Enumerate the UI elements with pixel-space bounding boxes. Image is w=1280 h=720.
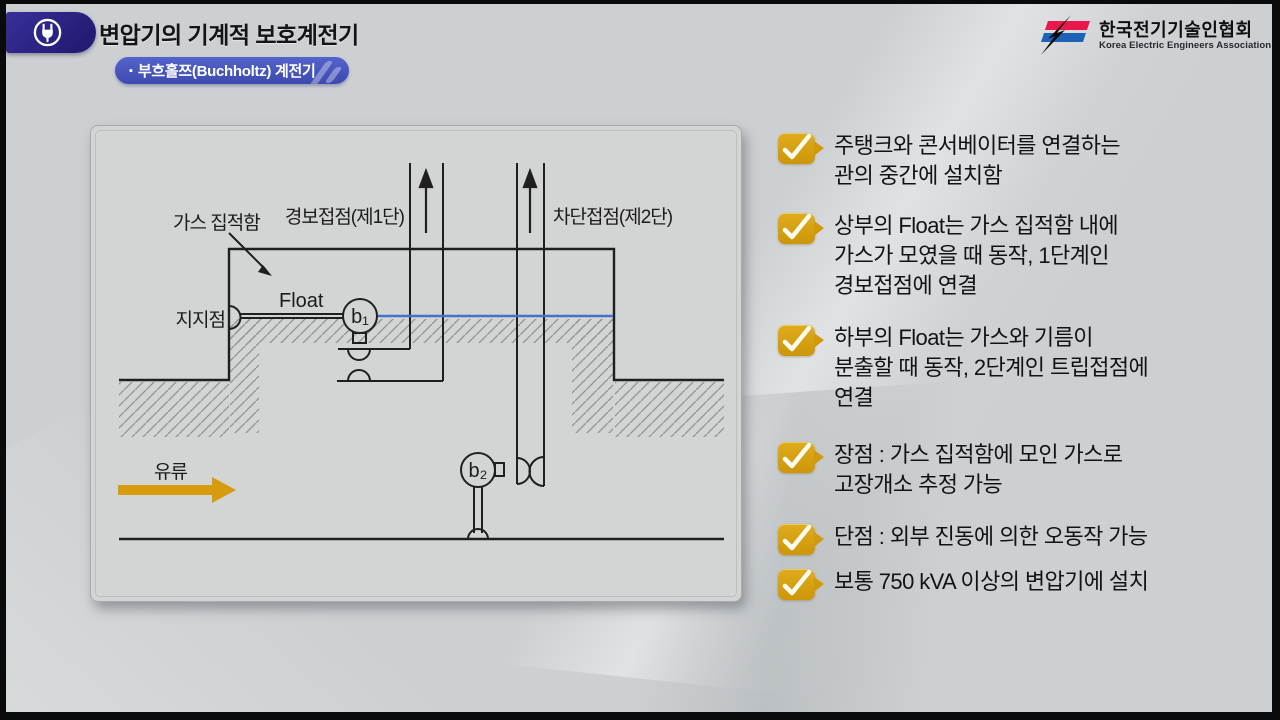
list-item-text: 보통 750 kVA 이상의 변압기에 설치 — [834, 567, 1149, 597]
gas-chamber-outline — [119, 247, 724, 382]
gas-chamber-label: 가스 집적함 — [173, 212, 260, 234]
float-b1 — [342, 298, 378, 334]
oil-flow-label: 유류 — [154, 462, 187, 483]
list-item: 단점 : 외부 진동에 의한 오동작 가능 — [778, 522, 1270, 555]
alarm-contact-label: 경보접점(제1단) — [285, 206, 405, 228]
oil-hatching — [119, 319, 724, 437]
alarm-contact-assembly — [337, 332, 443, 382]
section-badge: ▪ 부흐홀쯔(Buchholtz) 계전기 — [115, 57, 350, 84]
slide: 변압기의 기계적 보호계전기 ▪ 부흐홀쯔(Buchholtz) 계전기 한국전… — [6, 4, 1272, 712]
trip-contact-label: 차단접점(제2단) — [553, 206, 673, 228]
list-item-text: 상부의 Float는 가스 집적함 내에 가스가 모였을 때 동작, 1단계인 … — [834, 211, 1119, 301]
bullet-list: 주탱크와 콘서베이터를 연결하는 관의 중간에 설치함 상부의 Float는 가… — [778, 131, 1270, 600]
keea-logo-text: 한국전기기술인협회 Korea Electric Engineers Assoc… — [1099, 20, 1271, 51]
list-item: 주탱크와 콘서베이터를 연결하는 관의 중간에 설치함 — [778, 131, 1270, 191]
title-tag — [6, 12, 96, 53]
list-item-line: 경보접점에 연결 — [834, 273, 978, 298]
keea-name-korean: 한국전기기술인협회 — [1099, 19, 1253, 40]
list-item-line: 보통 750 kVA 이상의 변압기에 설치 — [834, 569, 1149, 594]
list-item: 보통 750 kVA 이상의 변압기에 설치 — [778, 567, 1270, 600]
list-item-text: 단점 : 외부 진동에 의한 오동작 가능 — [834, 522, 1148, 552]
up-arrow — [418, 167, 538, 233]
float-b2-assembly — [467, 462, 505, 540]
list-item-line: 가스가 모였을 때 동작, 1단계인 — [834, 243, 1109, 268]
check-icon — [778, 133, 824, 164]
gas-chamber-leader-arrow — [228, 232, 272, 276]
oil-flow-arrow — [118, 477, 236, 503]
float-label: Float — [279, 290, 324, 312]
pivot-label: 지지점 — [176, 309, 225, 331]
contact-rods — [409, 163, 545, 487]
check-icon — [778, 524, 824, 555]
list-item-line: 연결 — [834, 385, 874, 410]
badge-bullet: ▪ — [129, 64, 133, 77]
plug-icon — [33, 18, 62, 47]
page-title: 변압기의 기계적 보호계전기 — [99, 22, 359, 48]
keea-name-english: Korea Electric Engineers Association — [1099, 39, 1272, 51]
float-b2 — [460, 452, 496, 488]
badge-label: 부흐홀쯔(Buchholtz) 계전기 — [137, 63, 316, 80]
list-item: 하부의 Float는 가스와 기름이 분출할 때 동작, 2단계인 트립접점에 … — [778, 323, 1270, 413]
list-item-text: 하부의 Float는 가스와 기름이 분출할 때 동작, 2단계인 트립접점에 … — [834, 323, 1149, 413]
buchholz-diagram-panel: b₁ b₂ 가스 집적함 경보접점(제1단) — [90, 125, 742, 602]
float-b1-label: b₁ — [351, 306, 369, 328]
check-icon — [778, 442, 824, 473]
check-icon — [778, 213, 824, 244]
buchholz-relay-diagram: b₁ b₂ 가스 집적함 경보접점(제1단) — [118, 163, 724, 541]
float-arm — [228, 305, 344, 330]
list-item-line: 단점 : 외부 진동에 의한 오동작 가능 — [834, 524, 1148, 549]
list-item-line: 분출할 때 동작, 2단계인 트립접점에 — [834, 355, 1149, 380]
list-item-text: 장점 : 가스 집적함에 모인 가스로 고장개소 추정 가능 — [834, 440, 1123, 500]
list-item-line: 관의 중간에 설치함 — [834, 163, 1003, 188]
check-icon — [778, 325, 824, 356]
list-item-line: 장점 : 가스 집적함에 모인 가스로 — [834, 442, 1123, 467]
list-item-text: 주탱크와 콘서베이터를 연결하는 관의 중간에 설치함 — [834, 131, 1121, 191]
list-item: 상부의 Float는 가스 집적함 내에 가스가 모였을 때 동작, 1단계인 … — [778, 211, 1270, 301]
list-item-line: 주탱크와 콘서베이터를 연결하는 — [834, 133, 1121, 158]
list-item: 장점 : 가스 집적함에 모인 가스로 고장개소 추정 가능 — [778, 440, 1270, 500]
list-item-line: 하부의 Float는 가스와 기름이 — [834, 325, 1093, 350]
list-item-line: 고장개소 추정 가능 — [834, 472, 1003, 497]
list-item-line: 상부의 Float는 가스 집적함 내에 — [834, 213, 1119, 238]
keea-logo: 한국전기기술인협회 Korea Electric Engineers Assoc… — [1034, 14, 1271, 56]
keea-logo-icon — [1041, 15, 1090, 55]
check-icon — [778, 569, 824, 600]
float-b2-label: b₂ — [469, 460, 488, 482]
